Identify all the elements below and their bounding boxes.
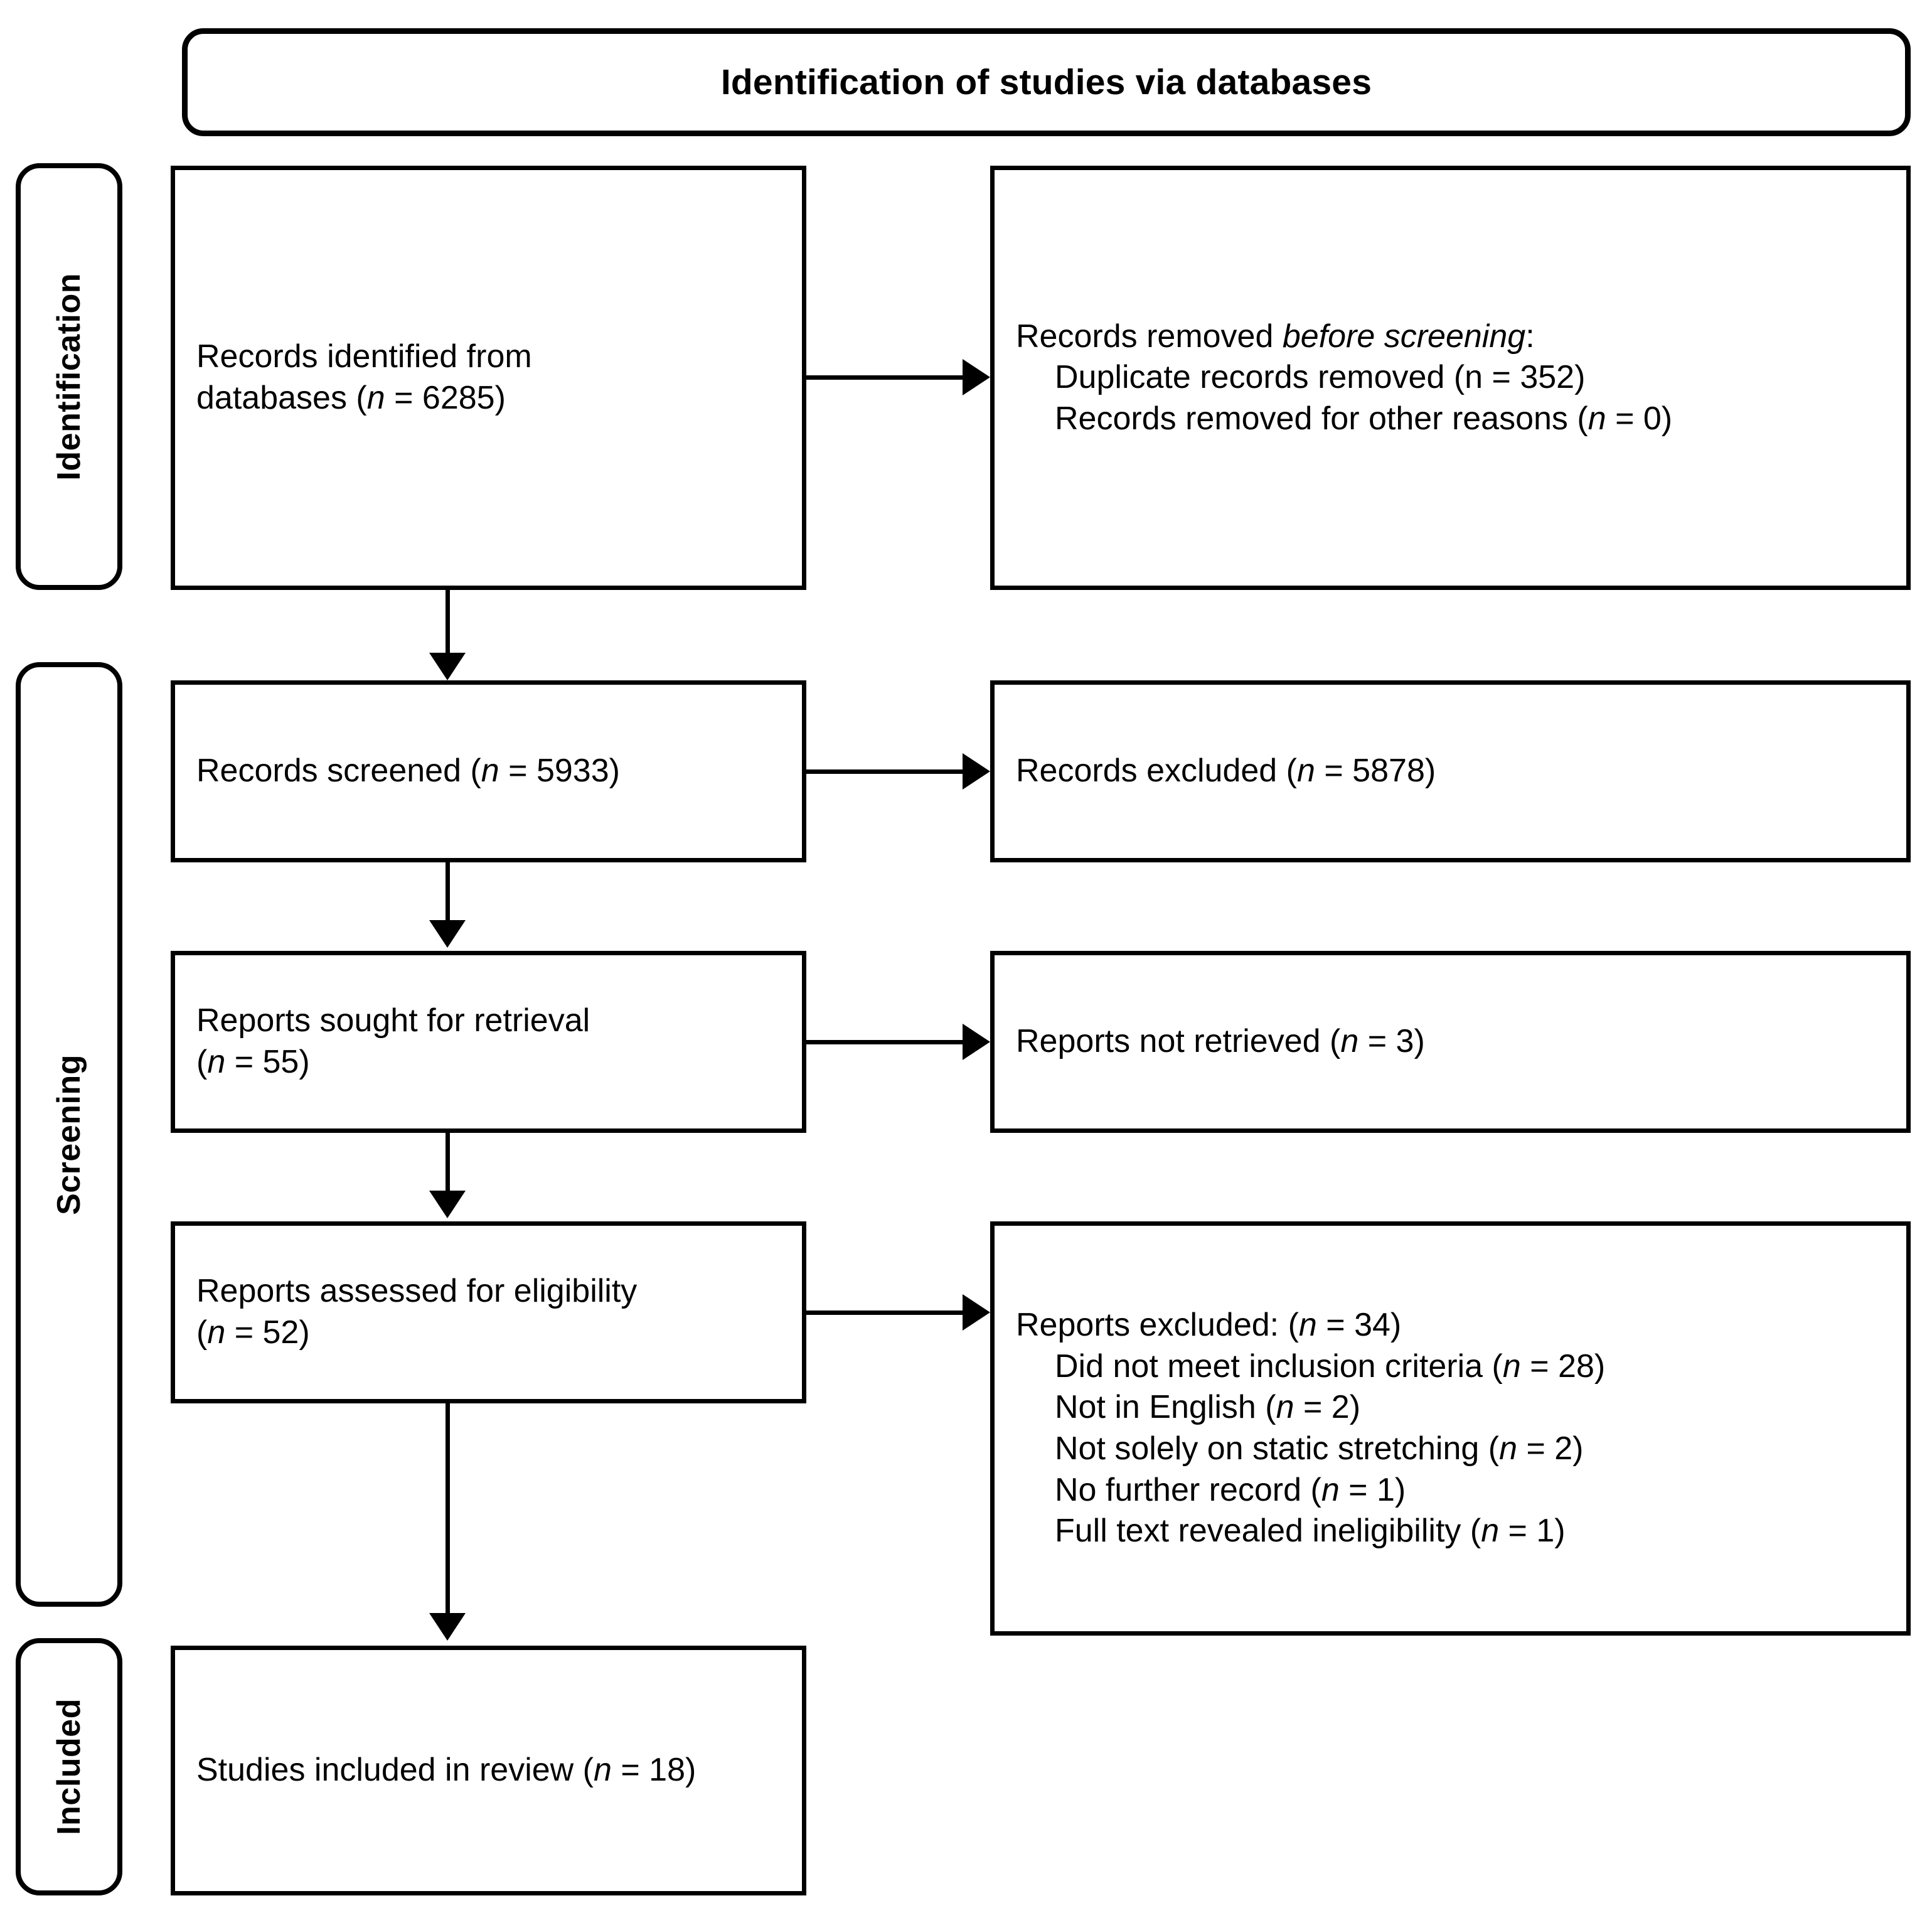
reports-assessed-line2-prefix: ( (196, 1314, 208, 1351)
stage-screening-text: Screening (51, 1054, 87, 1215)
reason-suffix: = 1) (1499, 1513, 1566, 1550)
reports-excluded-reason: Full text revealed ineligibility (n = 1) (1016, 1511, 1885, 1552)
connector-screened-to-sought (446, 862, 450, 923)
italic-n: n (366, 380, 385, 416)
records-excluded-text: Records excluded (n = 5878) (1016, 751, 1885, 792)
records-screened-text: Records screened (n = 5933) (196, 751, 781, 792)
reports-excluded-reason: Not in English (n = 2) (1016, 1387, 1885, 1428)
reports-excluded-reason: Did not meet inclusion criteria (n = 28) (1016, 1346, 1885, 1388)
studies-included-text: Studies included in review (n = 18) (196, 1750, 781, 1791)
studies-included-prefix: Studies included in review ( (196, 1752, 594, 1789)
reports-not-retrieved-suffix: = 3) (1358, 1023, 1425, 1060)
italic-n: n (594, 1752, 612, 1789)
italic-n: n (1297, 753, 1315, 790)
records-removed-item-duplicate: Duplicate records removed (n = 352) (1055, 359, 1586, 396)
italic-n: n (1499, 1430, 1517, 1467)
box-reports-sought: Reports sought for retrieval (n = 55) (171, 951, 806, 1133)
reason-prefix: Did not meet inclusion criteria ( (1055, 1348, 1503, 1385)
stage-label-included: Included (16, 1638, 122, 1895)
records-identified-line2-prefix: databases ( (196, 380, 367, 416)
reports-excluded-reason: No further record (n = 1) (1016, 1470, 1885, 1511)
reports-not-retrieved-prefix: Reports not retrieved ( (1016, 1023, 1341, 1060)
arrowhead-screened-to-excluded (963, 753, 990, 790)
reports-excluded-heading: Reports excluded: (n = 34) (1016, 1307, 1401, 1343)
italic-n: n (207, 1044, 226, 1080)
italic-n: n (1340, 1023, 1359, 1060)
italic-n: n (481, 753, 499, 790)
reports-excluded-text: Reports excluded: (n = 34) Did not meet … (1016, 1305, 1885, 1552)
stage-identification-text: Identification (51, 272, 87, 481)
records-removed-text: Records removed before screening: Duplic… (1016, 316, 1885, 440)
records-screened-suffix: = 5933) (499, 753, 620, 790)
studies-included-suffix: = 18) (611, 1752, 696, 1789)
box-records-removed: Records removed before screening: Duplic… (990, 166, 1911, 590)
connector-assessed-to-repexcluded (806, 1310, 963, 1315)
arrowhead-assessed-to-repexcluded (963, 1294, 990, 1331)
italic-n: n (207, 1314, 226, 1351)
records-removed-heading-italic: before screening (1282, 318, 1526, 355)
records-excluded-prefix: Records excluded ( (1016, 753, 1297, 790)
box-records-screened: Records screened (n = 5933) (171, 680, 806, 862)
arrowhead-identified-to-screened (429, 653, 466, 680)
reason-suffix: = 2) (1294, 1389, 1361, 1426)
italic-n: n (1481, 1513, 1500, 1550)
records-removed-item-other: Records removed for other reasons (n = 0… (1016, 399, 1885, 440)
arrowhead-assessed-to-included (429, 1613, 466, 1641)
diagram-header: Identification of studies via databases (182, 28, 1911, 136)
box-reports-assessed: Reports assessed for eligibility (n = 52… (171, 1221, 806, 1403)
connector-identified-to-removed (806, 375, 963, 380)
records-removed-heading-prefix: Records removed (1016, 318, 1283, 355)
reports-sought-line1: Reports sought for retrieval (196, 1002, 590, 1039)
connector-assessed-to-included (446, 1403, 450, 1617)
italic-n: n (1502, 1348, 1521, 1385)
connector-screened-to-excluded (806, 769, 963, 774)
reason-suffix: = 1) (1339, 1471, 1406, 1508)
box-studies-included: Studies included in review (n = 18) (171, 1646, 806, 1895)
reason-suffix: = 2) (1517, 1430, 1584, 1467)
reports-excluded-reason: Not solely on static stretching (n = 2) (1016, 1428, 1885, 1470)
reason-suffix: = 28) (1520, 1348, 1606, 1385)
reports-not-retrieved-text: Reports not retrieved (n = 3) (1016, 1021, 1885, 1063)
italic-n: n (1298, 1307, 1317, 1344)
reports-excluded-heading-prefix: Reports excluded: ( (1016, 1307, 1299, 1344)
reports-excluded-heading-suffix: = 34) (1316, 1307, 1402, 1344)
arrowhead-identified-to-removed (963, 359, 990, 395)
box-records-excluded: Records excluded (n = 5878) (990, 680, 1911, 862)
connector-identified-to-screened (446, 590, 450, 657)
reports-sought-text: Reports sought for retrieval (n = 55) (196, 1000, 781, 1083)
records-removed-item-other-prefix: Records removed for other reasons ( (1055, 400, 1588, 437)
page-title: Identification of studies via databases (720, 62, 1372, 102)
italic-n: n (1276, 1389, 1294, 1426)
records-removed-heading-suffix: : (1525, 318, 1535, 355)
box-records-identified: Records identified from databases (n = 6… (171, 166, 806, 590)
records-removed-item-other-suffix: = 0) (1606, 400, 1673, 437)
reports-assessed-line2-suffix: = 52) (225, 1314, 310, 1351)
italic-n: n (1321, 1471, 1340, 1508)
arrowhead-screened-to-sought (429, 920, 466, 948)
reason-prefix: Not solely on static stretching ( (1055, 1430, 1500, 1467)
reason-prefix: No further record ( (1055, 1471, 1321, 1508)
connector-sought-to-assessed (446, 1133, 450, 1194)
reports-assessed-text: Reports assessed for eligibility (n = 52… (196, 1271, 781, 1353)
reason-prefix: Not in English ( (1055, 1389, 1276, 1426)
reports-sought-line2-suffix: = 55) (225, 1044, 310, 1080)
reports-sought-line2-prefix: ( (196, 1044, 208, 1080)
box-reports-excluded: Reports excluded: (n = 34) Did not meet … (990, 1221, 1911, 1636)
stage-label-screening: Screening (16, 662, 122, 1607)
records-screened-prefix: Records screened ( (196, 753, 481, 790)
box-reports-not-retrieved: Reports not retrieved (n = 3) (990, 951, 1911, 1133)
records-excluded-suffix: = 5878) (1315, 753, 1436, 790)
stage-label-identification: Identification (16, 163, 122, 590)
reason-prefix: Full text revealed ineligibility ( (1055, 1513, 1481, 1550)
reports-assessed-line1: Reports assessed for eligibility (196, 1273, 638, 1310)
connector-sought-to-notretrieved (806, 1040, 963, 1044)
arrowhead-sought-to-assessed (429, 1191, 466, 1218)
records-identified-line2-suffix: = 6285) (385, 380, 506, 416)
records-identified-text: Records identified from databases (n = 6… (196, 336, 781, 419)
records-identified-line1: Records identified from (196, 338, 532, 375)
italic-n: n (1588, 400, 1606, 437)
arrowhead-sought-to-notretrieved (963, 1024, 990, 1060)
stage-included-text: Included (51, 1698, 87, 1835)
